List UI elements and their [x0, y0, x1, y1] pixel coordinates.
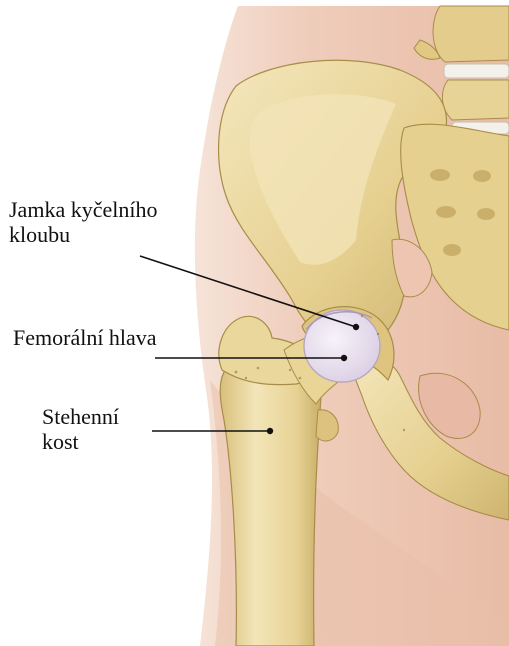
femoral-head-leader-dot	[341, 355, 347, 361]
acetabulum-label: Jamka kyčelního kloubu	[9, 197, 157, 247]
femur-label: Stehenní kost	[42, 404, 119, 454]
femur-label-line2: kost	[42, 429, 119, 454]
femoral-head-label-text: Femorální hlava	[13, 325, 157, 350]
femoral-head-label: Femorální hlava	[13, 325, 157, 350]
acetabulum-label-line1: Jamka kyčelního	[9, 197, 157, 222]
acetabulum-label-line2: kloubu	[9, 222, 157, 247]
acetabulum-leader-dot	[353, 324, 359, 330]
femur-leader-dot	[267, 428, 273, 434]
femur-label-line1: Stehenní	[42, 404, 119, 429]
